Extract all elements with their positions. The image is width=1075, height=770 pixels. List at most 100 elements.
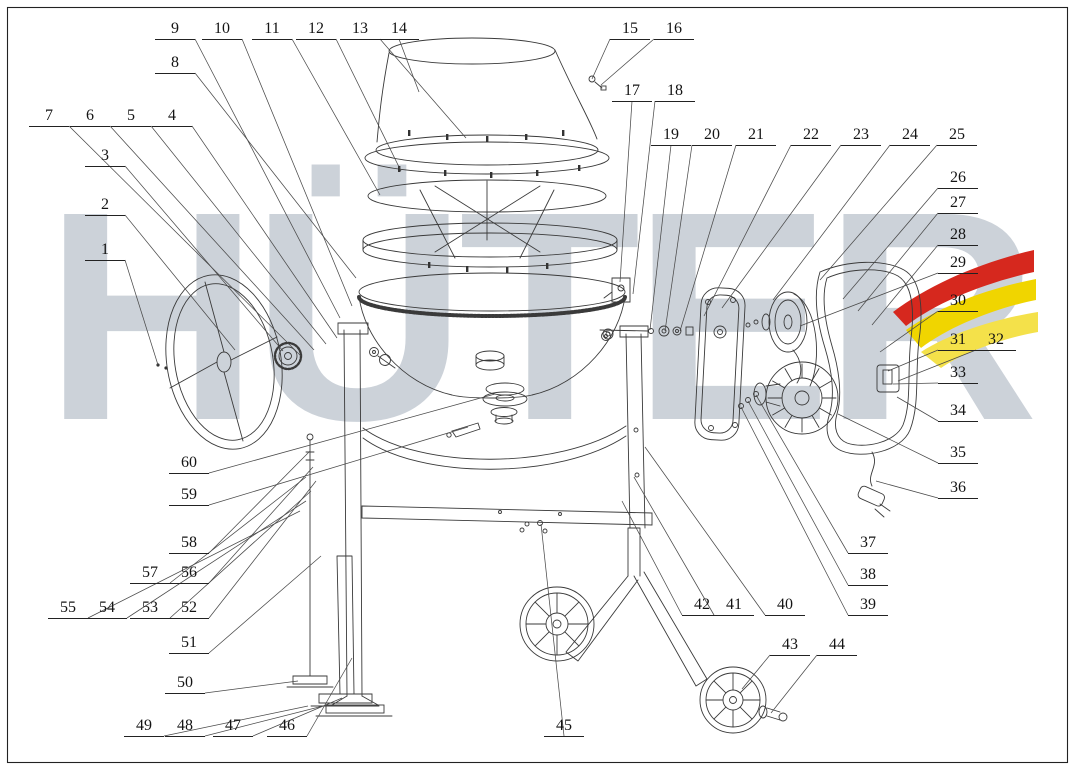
leader-line-24 bbox=[772, 144, 891, 301]
part-label-45: 45 bbox=[544, 717, 584, 737]
drawing-border bbox=[6, 6, 1069, 764]
part-label-46: 46 bbox=[267, 717, 307, 737]
part-label-49: 49 bbox=[124, 717, 164, 737]
part-label-2: 2 bbox=[85, 196, 125, 216]
leader-line-48 bbox=[204, 704, 328, 737]
part-label-14: 14 bbox=[379, 20, 419, 40]
part-label-27: 27 bbox=[938, 194, 978, 214]
leader-line-32 bbox=[897, 349, 977, 382]
part-label-51: 51 bbox=[169, 634, 209, 654]
leader-line-52 bbox=[208, 480, 317, 619]
leader-line-27 bbox=[857, 212, 939, 312]
leader-line-23 bbox=[721, 144, 842, 309]
part-label-28: 28 bbox=[938, 226, 978, 246]
mixer-drawing bbox=[156, 37, 922, 734]
part-label-17: 17 bbox=[612, 82, 652, 102]
leader-line-53 bbox=[169, 490, 312, 619]
part-label-33: 33 bbox=[938, 364, 978, 384]
part-label-57: 57 bbox=[130, 564, 170, 584]
part-label-31: 31 bbox=[938, 331, 978, 351]
leader-line-59 bbox=[208, 426, 469, 506]
leader-line-28 bbox=[871, 244, 939, 326]
part-label-50: 50 bbox=[165, 674, 205, 694]
part-label-36: 36 bbox=[938, 479, 978, 499]
leader-line-41 bbox=[633, 476, 715, 616]
leader-line-45 bbox=[540, 523, 565, 737]
belt-cover bbox=[815, 261, 922, 518]
leader-line-60 bbox=[208, 393, 496, 474]
logo-swoosh-red bbox=[893, 250, 1034, 326]
leader-line-9 bbox=[194, 38, 341, 319]
leader-line-25 bbox=[819, 144, 938, 281]
leader-line-6 bbox=[109, 125, 315, 351]
part-label-32: 32 bbox=[976, 331, 1016, 351]
leader-line-19 bbox=[649, 144, 672, 331]
leader-lines bbox=[68, 38, 977, 737]
part-label-42: 42 bbox=[682, 596, 722, 616]
part-label-43: 43 bbox=[770, 636, 810, 656]
leader-line-40 bbox=[644, 446, 766, 616]
part-label-58: 58 bbox=[169, 534, 209, 554]
leader-line-34 bbox=[896, 396, 939, 422]
part-label-60: 60 bbox=[169, 454, 209, 474]
leader-line-3 bbox=[124, 165, 284, 352]
part-label-10: 10 bbox=[202, 20, 242, 40]
locking-rod bbox=[286, 433, 334, 688]
part-label-20: 20 bbox=[692, 126, 732, 146]
part-label-38: 38 bbox=[848, 566, 888, 586]
shaft-parts bbox=[599, 277, 694, 340]
brand-logo bbox=[893, 250, 1038, 368]
gearbox-plate bbox=[694, 287, 759, 441]
part-label-9: 9 bbox=[155, 20, 195, 40]
leader-line-8 bbox=[194, 72, 357, 279]
part-label-24: 24 bbox=[890, 126, 930, 146]
leader-line-43 bbox=[741, 654, 771, 690]
bowl-ring bbox=[362, 222, 618, 273]
leader-line-26 bbox=[842, 187, 939, 300]
part-label-23: 23 bbox=[841, 126, 881, 146]
leader-line-21 bbox=[679, 144, 737, 332]
part-label-25: 25 bbox=[937, 126, 977, 146]
leader-line-49 bbox=[163, 705, 309, 737]
part-label-53: 53 bbox=[130, 599, 170, 619]
part-label-56: 56 bbox=[169, 564, 209, 584]
leader-line-51 bbox=[208, 555, 322, 654]
part-label-40: 40 bbox=[765, 596, 805, 616]
leader-line-10 bbox=[241, 38, 353, 307]
leader-line-37 bbox=[755, 394, 849, 554]
funnel-parts bbox=[446, 382, 528, 438]
logo-swoosh-yellow bbox=[906, 279, 1036, 348]
leader-line-36 bbox=[875, 480, 939, 499]
part-label-22: 22 bbox=[791, 126, 831, 146]
leader-line-4 bbox=[191, 125, 338, 339]
leader-line-15 bbox=[591, 38, 611, 80]
leader-line-57 bbox=[169, 476, 307, 584]
part-label-11: 11 bbox=[252, 20, 292, 40]
part-label-44: 44 bbox=[817, 636, 857, 656]
part-label-18: 18 bbox=[655, 82, 695, 102]
leader-line-54 bbox=[126, 500, 307, 619]
leader-line-30 bbox=[879, 310, 939, 353]
part-label-39: 39 bbox=[848, 596, 888, 616]
part-label-59: 59 bbox=[169, 486, 209, 506]
part-label-35: 35 bbox=[938, 444, 978, 464]
motor-assembly bbox=[738, 291, 839, 435]
leader-line-44 bbox=[770, 654, 818, 714]
part-label-47: 47 bbox=[213, 717, 253, 737]
leader-line-17 bbox=[619, 100, 633, 283]
hand-wheel bbox=[156, 274, 303, 450]
leader-line-16 bbox=[600, 38, 655, 86]
right-leg bbox=[619, 325, 649, 529]
leader-line-7 bbox=[68, 125, 302, 357]
part-label-5: 5 bbox=[111, 107, 151, 127]
part-label-12: 12 bbox=[296, 20, 336, 40]
part-label-21: 21 bbox=[736, 126, 776, 146]
part-label-16: 16 bbox=[654, 20, 694, 40]
part-label-8: 8 bbox=[155, 54, 195, 74]
leader-line-47 bbox=[252, 697, 343, 737]
leader-line-29 bbox=[799, 272, 939, 327]
part-label-15: 15 bbox=[610, 20, 650, 40]
leader-line-58 bbox=[208, 450, 311, 554]
